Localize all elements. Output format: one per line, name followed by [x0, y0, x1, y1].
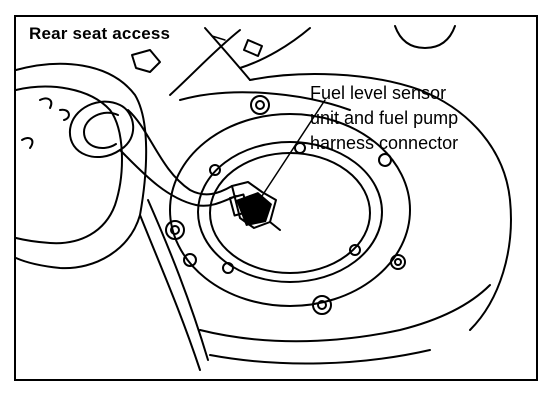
harness-cable	[127, 109, 233, 196]
floor-panel-bottom	[199, 284, 491, 343]
callout-leader-line	[261, 99, 326, 197]
harness-loop-inner	[83, 111, 119, 149]
body-contour-right	[249, 73, 512, 331]
body-contour-right-2	[179, 91, 351, 111]
seat-rib-3	[21, 137, 34, 149]
floor-seam-2	[147, 199, 209, 361]
seat-panel-outline	[15, 62, 148, 270]
access-hole-inner	[197, 141, 383, 283]
seat-rib-2	[59, 108, 70, 121]
floor-panel-bottom-2	[209, 349, 431, 365]
floor-hole	[183, 253, 197, 267]
upper-clip	[243, 39, 263, 57]
harness-loop	[68, 100, 135, 159]
callout-line-2: unit and fuel pump	[310, 108, 459, 128]
seat-panel-inner	[15, 85, 123, 245]
rear-seat-access-label: Rear seat access	[27, 24, 173, 44]
access-hole-outer	[169, 113, 411, 307]
connector-fill	[236, 192, 272, 226]
top-right-bracket	[394, 25, 456, 49]
callout-line-1: Fuel level sensor	[310, 83, 447, 103]
title-leader-line	[211, 35, 226, 41]
seat-rib-1	[39, 97, 53, 109]
mounting-bolts	[165, 95, 406, 315]
upper-wire-1	[204, 27, 251, 81]
floor-seam	[139, 214, 201, 371]
upper-wire-3	[239, 27, 311, 69]
upper-wire-2	[169, 29, 241, 96]
fuel-level-sensor-callout: Fuel level sensor unit and fuel pump har…	[310, 81, 458, 156]
callout-line-3: harness connector	[310, 133, 459, 153]
harness-cable-2	[119, 149, 237, 207]
upper-bracket	[131, 49, 161, 73]
figure-frame	[14, 15, 538, 381]
